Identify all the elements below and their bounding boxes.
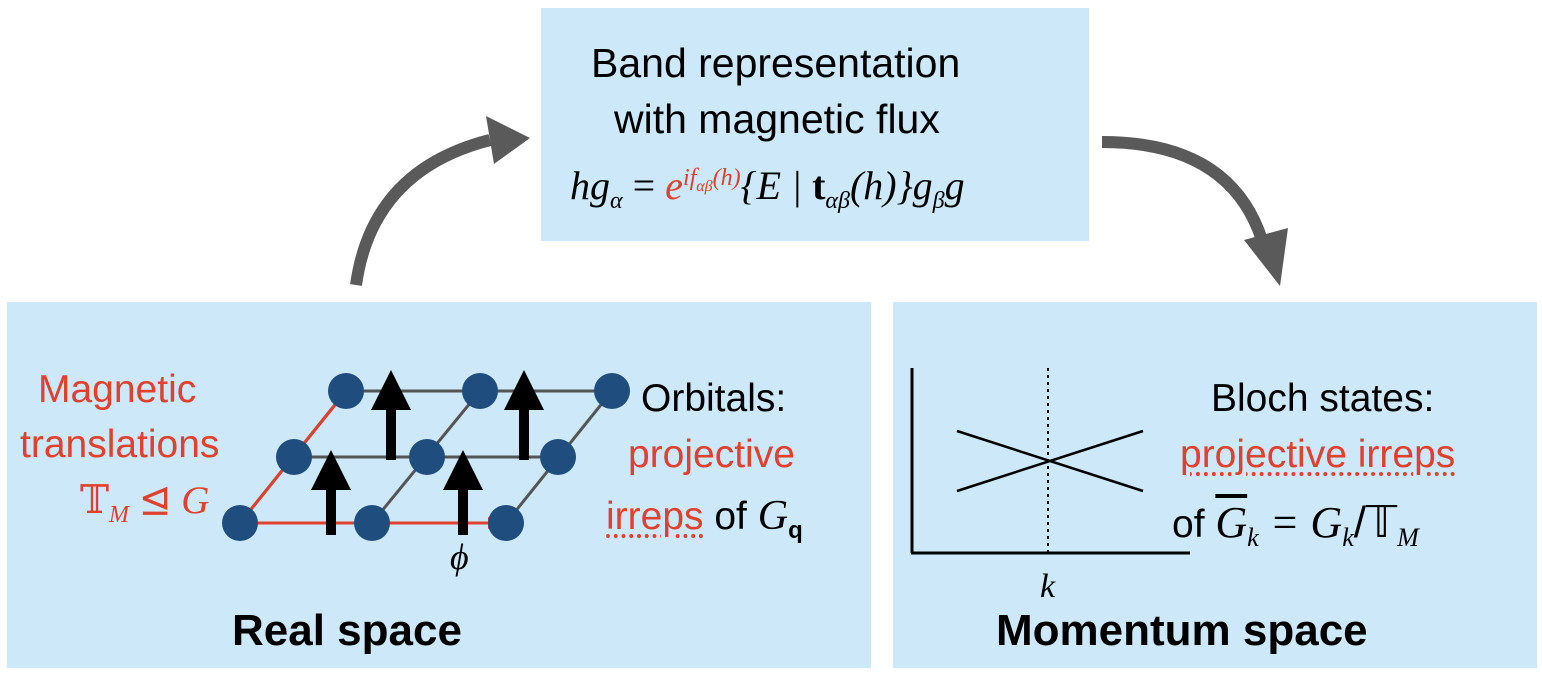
- band-rep-title-line2: with magnetic flux: [614, 96, 940, 142]
- projective-irreps-label: projective irreps: [1180, 433, 1456, 476]
- band-plot: [910, 368, 1190, 555]
- lattice-node: [328, 373, 364, 409]
- translations-label: translations: [20, 423, 220, 466]
- lattice-node: [222, 505, 258, 541]
- lattice-node: [540, 439, 576, 475]
- real-space-title: Real space: [232, 606, 462, 655]
- flux-arrow: [443, 450, 483, 535]
- lattice-node: [488, 505, 524, 541]
- lattice-node: [462, 373, 498, 409]
- flux-arrows: [311, 370, 544, 535]
- band-rep-title-line1: Band representation: [591, 40, 961, 86]
- irreps-of-Gq: irreps of Gq: [606, 493, 803, 544]
- flux-arrow: [504, 370, 544, 460]
- flow-arrow-right-head: [1244, 228, 1288, 286]
- lattice-node: [276, 439, 312, 475]
- little-group-quotient: of Gk = Gk/𝕋M: [1172, 498, 1419, 552]
- momentum-space-title: Momentum space: [996, 606, 1368, 655]
- lattice-node: [409, 439, 445, 475]
- flux-arrow: [311, 450, 351, 535]
- flow-arrow-right: [1101, 136, 1268, 242]
- band-rep-formula: hgα = eifαβ(h){E | tαβ(h)}gβg: [570, 163, 965, 214]
- magnetic-subgroup-relation: 𝕋M ⊴ G: [80, 479, 210, 528]
- flux-arrow: [371, 370, 411, 460]
- lattice-node: [354, 505, 390, 541]
- lattice-node: [594, 373, 630, 409]
- magnetic-label: Magnetic: [38, 368, 197, 411]
- lattice-nodes: [222, 373, 630, 541]
- flux-phi-label: ϕ: [450, 537, 469, 577]
- projective-label: projective: [628, 433, 795, 476]
- flow-arrow-left: [350, 134, 492, 286]
- real-space-panel: [7, 302, 871, 668]
- k-axis-label: k: [1040, 568, 1056, 605]
- bloch-states-label: Bloch states:: [1211, 377, 1435, 420]
- band-representation-panel: [541, 8, 1089, 241]
- flow-arrow-left-head: [486, 116, 530, 164]
- orbitals-label: Orbitals:: [641, 377, 787, 420]
- momentum-space-panel: [893, 302, 1537, 668]
- band-line: [956, 429, 1144, 493]
